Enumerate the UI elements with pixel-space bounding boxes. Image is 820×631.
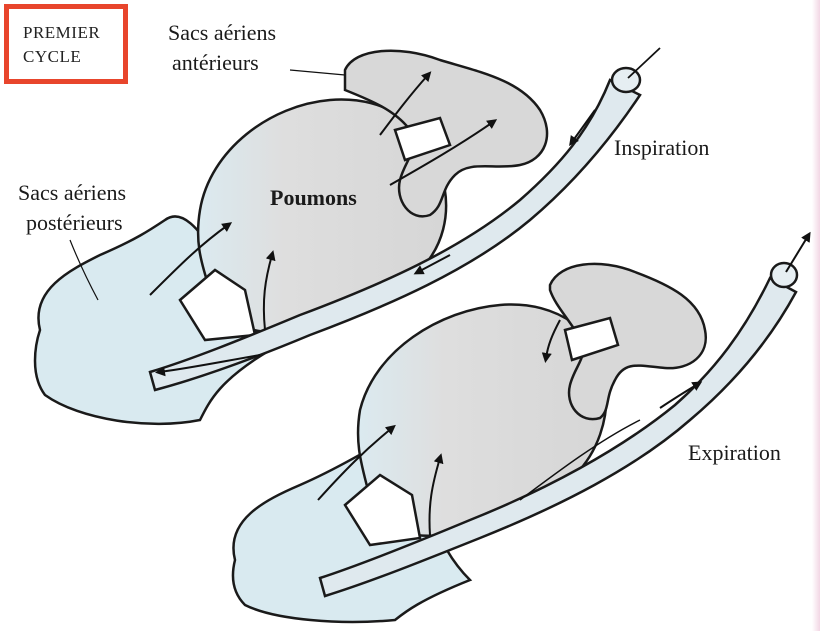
trachea-opening-bottom — [771, 263, 797, 287]
leader-anterior — [290, 70, 345, 75]
airflow-in-line — [628, 48, 660, 78]
badge-line-1: Premier — [23, 23, 100, 43]
cycle-badge: Premier cycle — [4, 4, 128, 84]
label-lungs: Poumons — [270, 185, 357, 210]
airflow-out-arrow — [786, 236, 808, 272]
label-posterior-sacs-1: Sacs aériens — [18, 180, 126, 205]
label-posterior-sacs-2: postérieurs — [26, 210, 123, 235]
label-anterior-sacs-1: Sacs aériens — [168, 20, 276, 45]
label-inspiration: Inspiration — [614, 135, 709, 160]
badge-line-2: cycle — [23, 47, 81, 67]
label-anterior-sacs-2: antérieurs — [172, 50, 259, 75]
label-expiration: Expiration — [688, 440, 781, 465]
